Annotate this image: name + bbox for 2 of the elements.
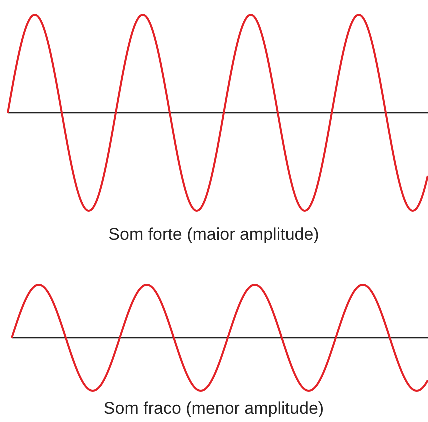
- wave-caption: Som fraco (menor amplitude): [102, 399, 326, 419]
- wave-caption: Som forte (maior amplitude): [108, 225, 320, 245]
